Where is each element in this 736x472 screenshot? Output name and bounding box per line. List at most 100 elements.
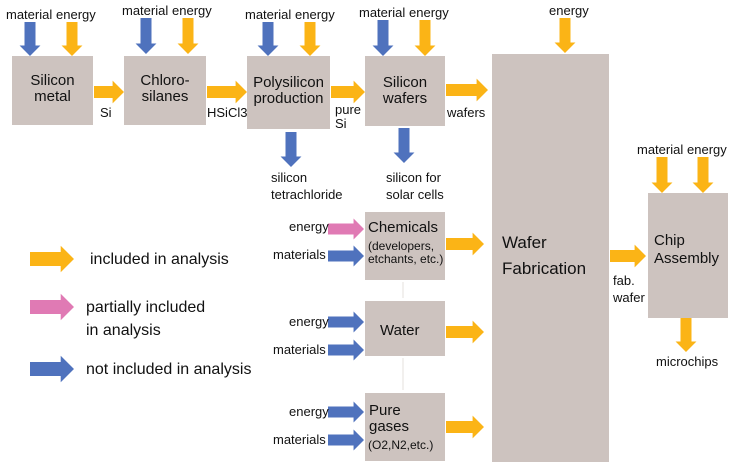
energy-label-4: energy [409, 5, 449, 20]
energy-arrow-water [328, 311, 364, 333]
legend-partial-label: partially included in analysis [86, 296, 205, 342]
polysilicon-line2: production [253, 90, 324, 108]
materials-label-water: materials [273, 342, 326, 357]
flow-arrow-si [94, 80, 124, 104]
fab-wafer-line2: wafer [613, 289, 645, 305]
legend-included-label: included in analysis [90, 251, 229, 268]
pure-si-line2: Si [335, 116, 347, 132]
silicon-tetrachloride-line2: tetrachloride [271, 186, 343, 202]
pure-gases-line2: gases [369, 418, 410, 436]
flow-arrow-water [446, 320, 484, 344]
water-label: Water [380, 322, 420, 339]
chemicals-detail: (developers, etchants, etc.) [368, 240, 443, 266]
energy-label-water: energy [289, 314, 329, 329]
chip-assembly-line2: Assembly [654, 250, 720, 267]
chemicals-detail-line2: etchants, etc.) [368, 251, 444, 266]
material-label-2: material [122, 3, 169, 18]
material-label-1: material [6, 7, 53, 22]
polysilicon-production-box [247, 56, 330, 129]
output-arrow-solar [393, 128, 415, 163]
silicon-metal-line1: Silicon [30, 72, 75, 89]
chemicals-box [365, 212, 445, 280]
silicon-tetrachloride-line1: silicon [271, 170, 308, 185]
energy-arrow-chemicals [328, 218, 364, 240]
legend-not-included-label: not included in analysis [86, 361, 252, 378]
flow-arrow-gases [446, 415, 484, 439]
energy-label-2: energy [172, 3, 212, 18]
energy-arrow-gases [328, 401, 364, 423]
silicon-metal-box [12, 56, 93, 125]
materials-label-gases: materials [273, 432, 326, 447]
pure-si-flow-label: pure Si [335, 102, 362, 132]
material-arrow-silicon-metal [19, 22, 41, 56]
chip-assembly-line1: Chip [654, 232, 685, 249]
si-flow-label: Si [100, 105, 112, 120]
energy-arrow-wafer-fab [554, 18, 576, 53]
energy-label-1: energy [56, 7, 96, 22]
chemicals-detail-line1: (developers, [368, 239, 435, 253]
legend-included-arrow [30, 245, 74, 273]
chemicals-title: Chemicals [368, 219, 439, 236]
material-arrow-polysilicon [257, 22, 279, 56]
material-label-5: material [637, 142, 684, 157]
silicon-solar-line1: silicon for [386, 170, 441, 185]
energy-label-gases: energy [289, 404, 329, 419]
material-arrow-chip-assembly [651, 157, 673, 193]
energy-arrow-polysilicon [299, 22, 321, 56]
flow-arrow-fab-wafer [610, 244, 646, 268]
silicon-wafers-label: Silicon wafers [365, 74, 445, 108]
energy-label-chemicals: energy [289, 219, 329, 234]
flow-arrow-pure-si [331, 80, 365, 104]
silicon-solar-line2: solar cells [386, 186, 444, 202]
pure-si-line1: pure [335, 102, 362, 117]
silicon-metal-label: Silicon metal [12, 72, 93, 106]
material-arrow-silicon-wafers [372, 20, 394, 56]
energy-arrow-chlorosilanes [177, 18, 199, 54]
energy-arrow-silicon-metal [61, 22, 83, 56]
flow-arrow-wafers [446, 78, 488, 102]
energy-label-fab: energy [549, 3, 589, 18]
chlorosilanes-line2: silanes [141, 88, 189, 106]
water-box [365, 301, 445, 356]
hsicl3-flow-label: HSiCl3 [207, 105, 248, 120]
silicon-solar-label: silicon for solar cells [386, 170, 444, 204]
chip-assembly-box [648, 193, 728, 318]
chlorosilanes-label: Chloro- silanes [124, 72, 206, 106]
material-arrow-chlorosilanes [135, 18, 157, 54]
silicon-tetrachloride-label: silicon tetrachloride [271, 170, 343, 204]
legend-partial-line2: in analysis [86, 322, 161, 340]
wafer-fabrication-line2: Fabrication [502, 258, 587, 278]
flow-arrow-hsicl3 [207, 80, 247, 104]
wafer-fabrication-line1: Wafer [502, 233, 547, 252]
materials-arrow-water [328, 339, 364, 361]
wafers-flow-label: wafers [447, 105, 486, 120]
pure-gases-detail: (O2,N2,etc.) [368, 438, 434, 452]
energy-arrow-silicon-wafers [414, 20, 436, 56]
output-arrow-tetrachloride [280, 132, 302, 167]
silicon-wafers-line2: wafers [382, 90, 428, 108]
flow-arrow-microchips [675, 318, 697, 352]
flow-arrow-chemicals [446, 232, 484, 256]
legend-partial-arrow [30, 293, 74, 321]
materials-arrow-chemicals [328, 245, 364, 267]
chlorosilanes-line1: Chloro- [140, 72, 190, 89]
pure-gases-title: Pure gases [369, 402, 410, 436]
materials-label-chemicals: materials [273, 247, 326, 262]
energy-label-5: energy [687, 142, 727, 157]
silicon-metal-line2: metal [34, 88, 71, 106]
pure-gases-line1: Pure [369, 402, 401, 419]
material-label-4: material [359, 5, 406, 20]
silicon-wafers-box [365, 56, 445, 126]
materials-arrow-gases [328, 429, 364, 451]
wafer-fabrication-label: Wafer Fabrication [502, 230, 586, 281]
wafer-fabrication-box [492, 54, 609, 462]
polysilicon-label: Polysilicon production [247, 74, 330, 108]
chip-assembly-label: Chip Assembly [654, 232, 719, 268]
energy-arrow-chip-assembly [692, 157, 714, 193]
silicon-wafers-line1: Silicon [382, 74, 428, 91]
pure-gases-box [365, 393, 445, 461]
fab-wafer-line1: fab. [613, 273, 635, 288]
chlorosilanes-box [124, 56, 206, 125]
